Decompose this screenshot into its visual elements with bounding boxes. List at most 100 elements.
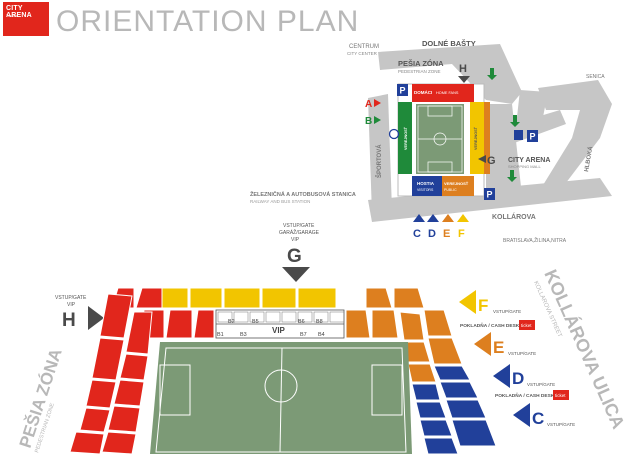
section-09 xyxy=(345,309,371,339)
section-36 xyxy=(161,287,189,309)
section-41 xyxy=(365,287,393,309)
section-01 xyxy=(101,431,137,455)
svg-text:ticket: ticket xyxy=(521,323,532,328)
section-04 xyxy=(119,353,149,381)
plan-kollarova: KOLLÁROVA ULICA xyxy=(540,266,629,432)
label-kollarova-overview: KOLLÁROVA xyxy=(492,212,536,221)
section-47 xyxy=(445,399,487,419)
svg-text:D: D xyxy=(512,369,524,388)
gate-h-sub1: VSTUP/GATE xyxy=(55,295,87,301)
section-08 xyxy=(193,309,215,339)
section-16 xyxy=(419,419,453,437)
overview-map: CENTRUM CITY CENTER DOLNÉ BAŠTY PEŠIA ZÓ… xyxy=(250,39,612,244)
label-dolne-basty: DOLNÉ BAŠTY xyxy=(422,39,476,48)
section-46 xyxy=(439,381,479,399)
label-centrum-en: CITY CENTER xyxy=(347,51,378,56)
svg-text:ticket: ticket xyxy=(555,393,566,398)
gate-g-sub1: VSTUP/GATE xyxy=(283,223,315,229)
box-label: B8 xyxy=(316,319,323,325)
label-zeleznicna-en: RAILWAY AND BUS STATION xyxy=(250,199,310,204)
overview-gate-h-arrow xyxy=(458,76,470,83)
svg-text:C: C xyxy=(532,409,544,428)
overview-parking-3: P xyxy=(484,188,495,200)
section-17 xyxy=(423,437,459,455)
cash-desk-1: POKLADŇA / CASH DESK ticket xyxy=(460,320,535,330)
overview-stand-public-left xyxy=(398,102,412,174)
overview-gate-a-arrow xyxy=(374,99,381,107)
svg-text:VSTUP/GATE: VSTUP/GATE xyxy=(508,351,536,356)
overview-parking-1: P xyxy=(397,84,408,96)
section-29 xyxy=(69,431,105,455)
svg-text:F: F xyxy=(478,296,488,315)
svg-text:E: E xyxy=(443,228,450,240)
section-40 xyxy=(297,287,337,309)
city-arena-logo: CITY ARENA Trnava xyxy=(3,2,49,36)
overview-parking-2: P xyxy=(527,130,538,142)
box-label: B1 xyxy=(217,332,224,338)
label-sportova: ŠPORTOVÁ xyxy=(375,144,383,178)
section-31 xyxy=(85,379,117,409)
overview-stand-public-bottom xyxy=(442,176,474,196)
overview-pitch-lines xyxy=(417,105,463,173)
svg-text:VSTUP/GATE: VSTUP/GATE xyxy=(527,382,555,387)
overview-city-arena-en: SHOPPING MALL xyxy=(508,164,541,169)
section-32 xyxy=(91,337,125,381)
overview-gate-h: H xyxy=(459,63,467,75)
label-pesia-zona: PEŠIA ZÓNA xyxy=(398,59,444,68)
overview-gate-g: G xyxy=(487,155,496,167)
overview-stand-hostia xyxy=(412,176,442,196)
exit-arrow-icon xyxy=(487,68,497,80)
overview-city-arena: CITY ARENA xyxy=(508,157,550,164)
label-centrum: CENTRUM xyxy=(349,44,379,50)
vip-label: VIP xyxy=(272,326,286,335)
overview-domaci: DOMÁCI xyxy=(414,89,432,95)
section-30 xyxy=(79,407,111,433)
svg-text:POKLADŇA / CASH DESK: POKLADŇA / CASH DESK xyxy=(495,391,555,399)
svg-text:F: F xyxy=(458,228,465,240)
box-label: B2 xyxy=(228,319,235,325)
exit-arrow-icon xyxy=(510,115,520,127)
plan-pitch-lines xyxy=(155,347,407,453)
section-05 xyxy=(125,311,153,355)
overview-gate-b-arrow xyxy=(374,116,381,124)
section-33 xyxy=(99,293,133,339)
label-senica: SENICA xyxy=(586,74,605,80)
overview-verejnost-bottom: VEREJNOSŤ xyxy=(444,181,469,186)
svg-text:E: E xyxy=(493,338,504,357)
overview-domaci-en: HOME FANS xyxy=(436,91,459,95)
svg-text:P: P xyxy=(530,132,536,142)
section-11 xyxy=(399,311,425,341)
section-14 xyxy=(411,383,441,401)
gate-h-sub2: VIP xyxy=(67,302,76,308)
overview-parking-4 xyxy=(514,130,523,140)
svg-text:VSTUP/GATE: VSTUP/GATE xyxy=(547,422,575,427)
box-label: B3 xyxy=(240,332,247,338)
overview-gate-b: B xyxy=(365,116,372,127)
gate-g-sub2: GARÁŽ/GARAGE xyxy=(279,228,320,236)
overview-gate-g-arrow xyxy=(478,155,486,163)
road-old-town xyxy=(378,44,522,104)
section-44 xyxy=(427,337,463,365)
overview-stand-public-right xyxy=(470,102,484,174)
overview-gate-c: C xyxy=(413,214,425,240)
road-hlboka xyxy=(538,80,612,196)
section-37 xyxy=(189,287,223,309)
logo-sub: Trnava xyxy=(6,14,17,18)
svg-text:C: C xyxy=(413,228,421,240)
section-07 xyxy=(165,309,193,339)
label-zeleznicna: ŽELEZNIČNÁ A AUTOBUSOVÁ STANICA xyxy=(250,190,356,198)
box-label: B6 xyxy=(298,319,305,325)
overview-gate-f: F xyxy=(457,214,469,240)
overview-verejnost-left: VEREJNOSŤ xyxy=(403,126,408,150)
gate-g-letter: G xyxy=(287,246,302,267)
gate-g-sub3: VIP xyxy=(291,237,300,243)
section-03 xyxy=(113,379,145,407)
section-15 xyxy=(415,401,447,419)
label-bratislava: BRATISLAVA,ŽILINA,NITRA xyxy=(503,236,567,244)
overview-stand-orange-right xyxy=(484,102,490,174)
box-label: B5 xyxy=(252,319,259,325)
label-hlboka: HLBOKÁ xyxy=(583,145,594,172)
section-02 xyxy=(107,405,141,433)
